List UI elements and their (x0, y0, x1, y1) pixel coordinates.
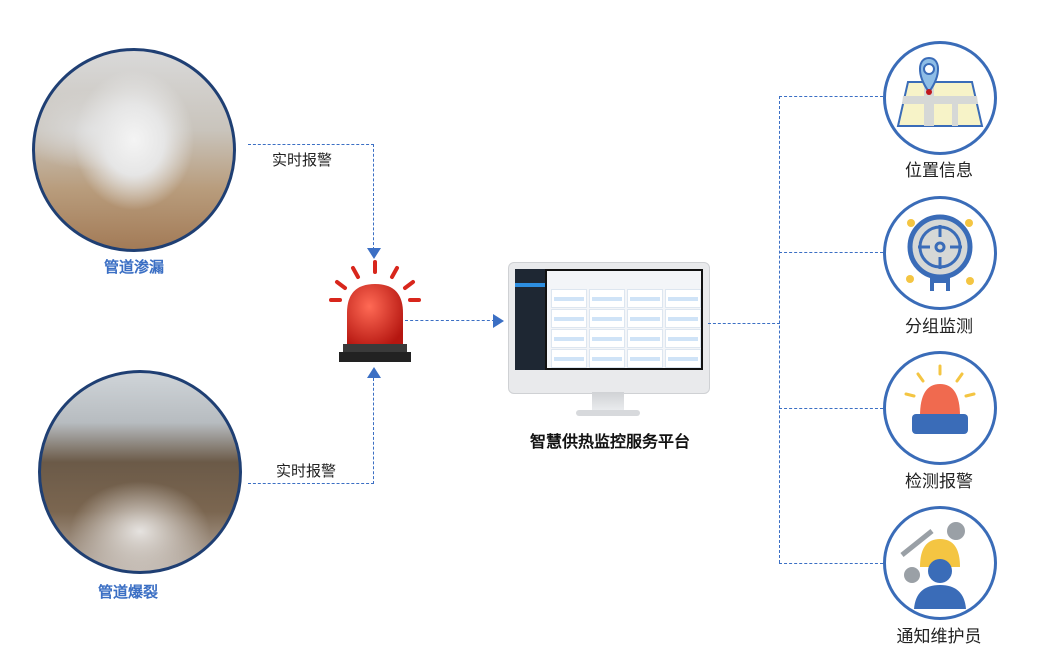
location-info-circle (883, 41, 997, 155)
dashboard-card (551, 309, 587, 328)
group-monitor-circle (883, 196, 997, 310)
pipe-burst-caption: 管道爆裂 (98, 583, 159, 601)
dashboard-card (589, 349, 625, 368)
location-info-label: 位置信息 (905, 161, 973, 181)
alarm-label-1: 实时报警 (272, 151, 333, 169)
alarm-label-2: 实时报警 (276, 462, 337, 480)
monitor (508, 262, 710, 394)
dashboard-card (589, 289, 625, 308)
dashboard-card (627, 309, 663, 328)
meter-icon (906, 214, 974, 291)
dashboard-card (627, 329, 663, 348)
dashboard-card (665, 309, 701, 328)
alarm-light-icon (329, 260, 421, 362)
connector-line (405, 320, 495, 321)
connector-line (248, 483, 374, 484)
dashboard-card (627, 289, 663, 308)
dashboard-card (589, 329, 625, 348)
connector-line (373, 378, 374, 484)
worker-icon (900, 522, 966, 609)
pipe-burst-photo (38, 370, 242, 574)
connector-line (248, 144, 374, 145)
connector-line (779, 96, 780, 563)
detect-alarm-circle (883, 351, 997, 465)
dashboard-card (551, 349, 587, 368)
group-monitor-label: 分组监测 (905, 317, 973, 337)
monitor-base (576, 410, 640, 416)
notify-maintainer-circle (883, 506, 997, 620)
detect-alarm-label: 检测报警 (905, 472, 973, 492)
dashboard-sidebar (515, 269, 545, 370)
pipe-leak-caption: 管道渗漏 (104, 258, 165, 276)
dashboard-screen (515, 269, 703, 370)
connector-line (708, 323, 780, 324)
map-pin-icon (896, 56, 984, 127)
monitor-neck (592, 392, 624, 412)
dashboard-card (589, 309, 625, 328)
alarm-light-icon (904, 364, 976, 434)
dashboard-card (665, 349, 701, 368)
dashboard-card (551, 289, 587, 308)
notify-maintainer-label: 通知维护员 (896, 627, 982, 647)
dashboard-card (551, 329, 587, 348)
arrow-up-icon (367, 367, 381, 378)
connector-line (373, 144, 374, 250)
arrow-down-icon (367, 248, 381, 259)
dashboard-card (665, 289, 701, 308)
pipe-leak-photo (32, 48, 236, 252)
arrow-right-icon (493, 314, 504, 328)
dashboard-content (547, 271, 701, 368)
dashboard-card (627, 349, 663, 368)
dashboard-card (665, 329, 701, 348)
platform-title: 智慧供热监控服务平台 (529, 432, 690, 451)
